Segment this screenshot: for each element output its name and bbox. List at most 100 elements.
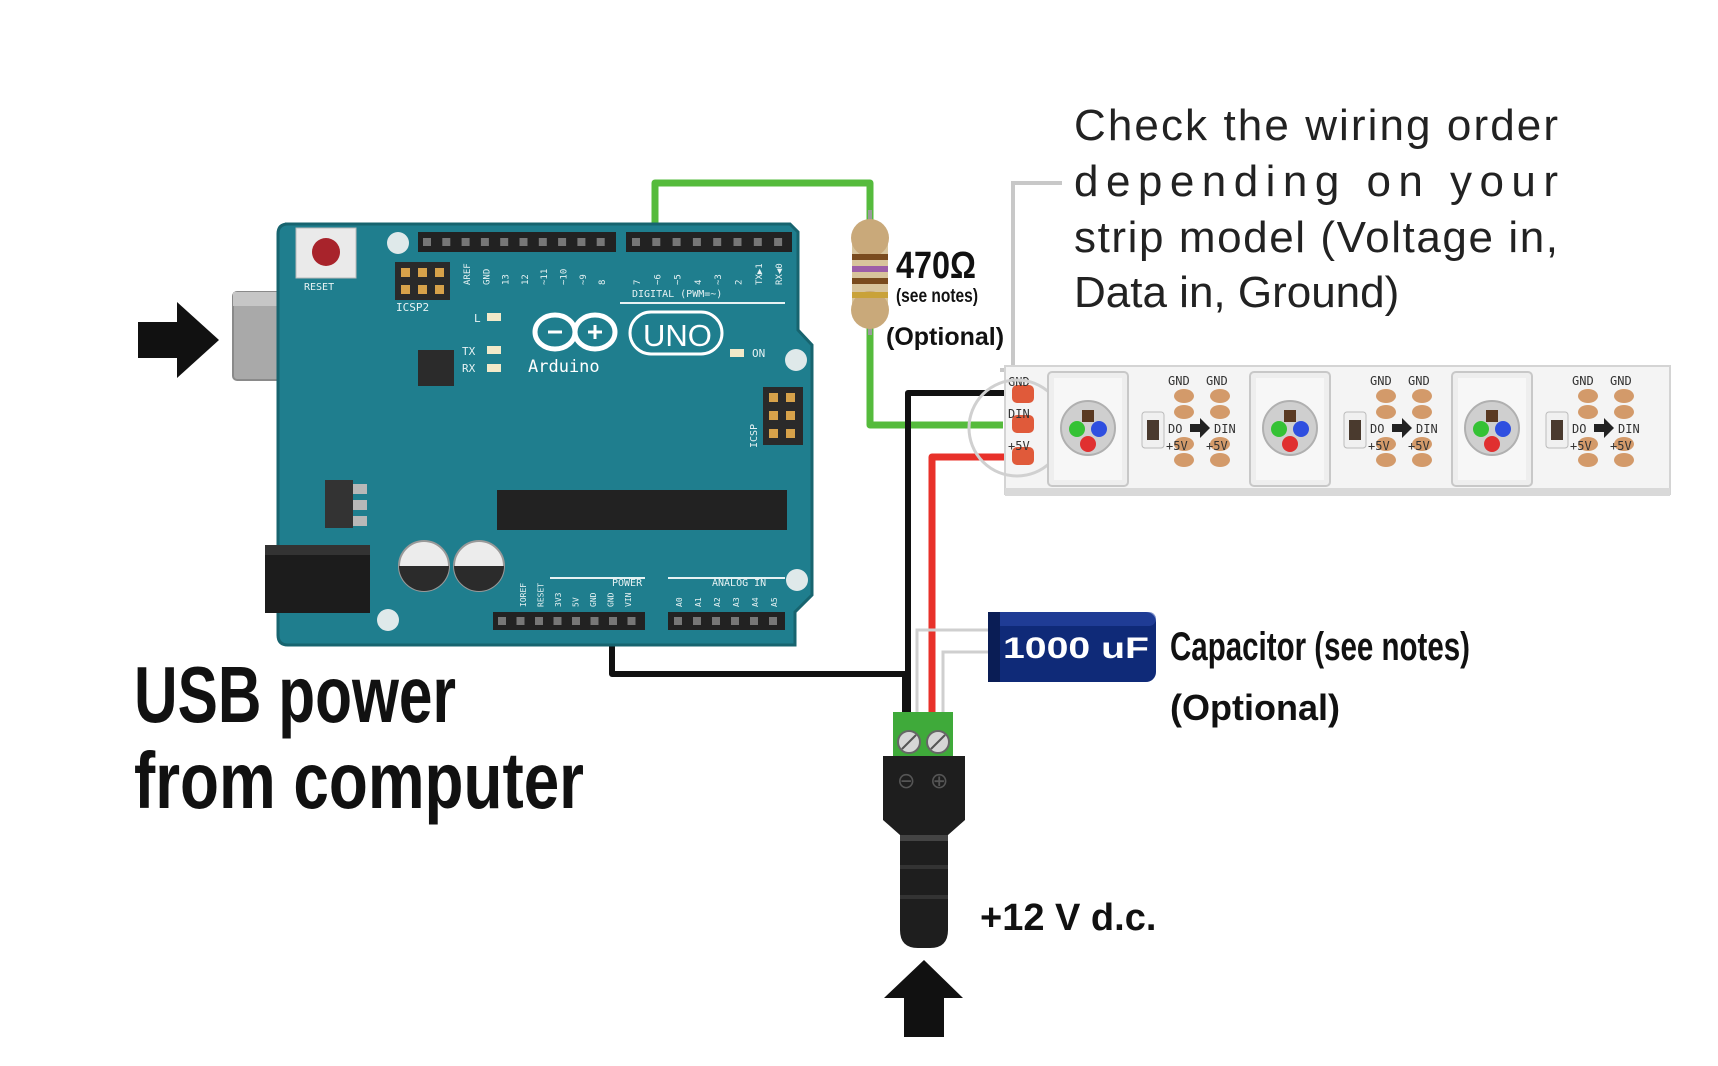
power-pin-label: GND (607, 592, 616, 607)
resistor-note: (see notes) (896, 286, 978, 307)
led-rx (487, 364, 501, 372)
digital-pin-label: 2 (735, 280, 745, 285)
analog-pin-label: A0 (675, 597, 684, 607)
onboard-capacitor (453, 540, 505, 592)
strip-do-label: DO (1168, 422, 1182, 436)
strip-pad-din-label: DIN (1008, 407, 1030, 421)
note-line-3: strip model (Voltage in, (1074, 213, 1558, 262)
led-on (730, 349, 744, 357)
capacitor-label: Capacitor (see notes) (1170, 625, 1470, 669)
rgb-led (1262, 400, 1318, 456)
icsp-label: ICSP (749, 424, 760, 448)
strip-pad-gnd-label: GND (1008, 375, 1030, 389)
dc-minus-icon: ⊖ (897, 768, 915, 793)
icsp-header (763, 387, 803, 445)
digital-pin-label: 7 (633, 280, 643, 285)
barrel-jack (265, 545, 370, 613)
analog-pin-label: A4 (751, 597, 760, 607)
led-l-label: L (474, 312, 481, 325)
note-line-2: depending on your (1074, 157, 1558, 206)
digital-pin-label: 13 (502, 274, 512, 285)
digital-header-left (418, 232, 616, 252)
power-header (493, 612, 645, 630)
analog-pin-label: A3 (732, 597, 741, 607)
capacitor-lead-1 (915, 628, 990, 715)
data-direction-arrow-icon (1392, 418, 1412, 438)
digital-pin-label: ~5 (674, 274, 684, 285)
note-line-4: Data in, Ground) (1074, 268, 1399, 317)
mounting-hole (785, 349, 807, 371)
digital-pin-label: 12 (521, 274, 531, 285)
analog-pin-label: A1 (694, 597, 703, 607)
digital-pin-label: ~10 (560, 269, 570, 285)
icsp2-label: ICSP2 (396, 301, 429, 314)
resistor-optional: (Optional) (886, 323, 1004, 351)
uno-badge (628, 310, 724, 356)
wiring-note: Check the wiring order depending on your… (1000, 101, 1558, 372)
analog-header-label: ANALOG IN (712, 578, 766, 589)
reset-label: RESET (304, 282, 334, 293)
mounting-hole (387, 232, 409, 254)
arduino-logo (532, 310, 724, 356)
rgb-led (1464, 400, 1520, 456)
icsp2-header (395, 262, 450, 300)
data-direction-arrow-icon (1594, 418, 1614, 438)
board-body (278, 224, 812, 645)
digital-pin-label: 8 (598, 280, 608, 285)
digital-pin-label: ~3 (714, 274, 724, 285)
usb-arrow-icon (138, 302, 219, 378)
strip-gnd-label: GND (1168, 374, 1190, 388)
strip-5v-label: +5V (1368, 439, 1390, 453)
power-pin-label: VIN (624, 592, 633, 607)
usb-power-line-1: USB power (134, 650, 456, 739)
digital-pin-label: GND (482, 269, 492, 285)
digital-pin-label: ~11 (540, 269, 550, 285)
strip-din-label: DIN (1618, 422, 1640, 436)
digital-pin-label: ~9 (579, 274, 589, 285)
digital-pin-label: TX▶1 (755, 263, 765, 285)
strip-gnd-label: GND (1610, 374, 1632, 388)
analog-header (668, 612, 785, 630)
led-rx-label: RX (462, 362, 476, 375)
power-pin-label: GND (589, 592, 598, 607)
dc-jack (883, 712, 965, 948)
main-chip (497, 490, 787, 530)
strip-5v-label: +5V (1570, 439, 1592, 453)
strip-pad-gnd (1012, 385, 1034, 403)
led-strip: GND DIN +5V GND GND DO DIN +5V +5V GND GND DO DIN… (967, 365, 1671, 496)
note-leader-line (1000, 181, 1062, 372)
rgb-led (1060, 400, 1116, 456)
digital-header-label: DIGITAL (PWM=~) (632, 289, 722, 300)
mounting-hole (786, 569, 808, 591)
led-on-label: ON (752, 347, 765, 360)
analog-pin-label: A5 (770, 597, 779, 607)
capacitor (988, 612, 1156, 682)
power-header-label: POWER (612, 578, 643, 589)
usb-power-line-2: from computer (134, 736, 584, 825)
voltage-regulator (325, 480, 367, 528)
power-pin-label: RESET (537, 583, 546, 607)
strip-gnd-label: GND (1370, 374, 1392, 388)
digital-pin-label: ~6 (653, 274, 663, 285)
power-pin-label: 3V3 (554, 592, 563, 607)
strip-gnd-label: GND (1572, 374, 1594, 388)
green-data-wire (651, 179, 1003, 429)
brand-label: Arduino (528, 357, 600, 377)
led-l (487, 313, 501, 321)
strip-do-label: DO (1572, 422, 1586, 436)
led-tx-label: TX (462, 345, 476, 358)
resistor-value: 470Ω (896, 245, 976, 287)
capacitor-optional: (Optional) (1170, 687, 1340, 728)
data-direction-arrow-icon (1190, 418, 1210, 438)
strip-din-label: DIN (1416, 422, 1438, 436)
strip-pad-din (1012, 415, 1034, 433)
digital-header-right (626, 232, 792, 252)
strip-pad-5v-label: +5V (1008, 439, 1030, 453)
mounting-hole (377, 609, 399, 631)
capacitor-lead-2 (941, 650, 990, 715)
dc-plus-icon: ⊕ (930, 768, 948, 793)
capacitor-body-text: 1000 uF (1003, 632, 1149, 665)
resistor (851, 210, 889, 335)
